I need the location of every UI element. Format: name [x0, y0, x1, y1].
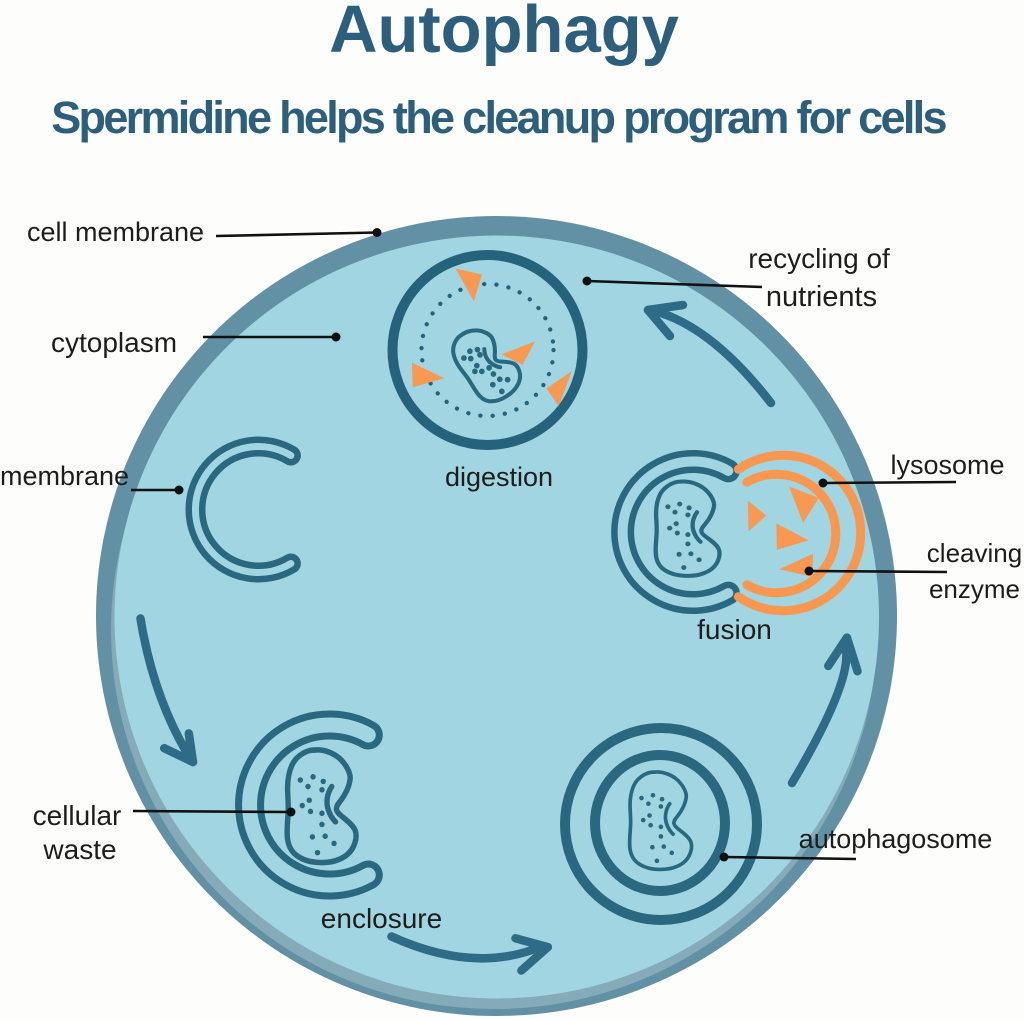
svg-text:cleaving: cleaving	[927, 538, 1022, 568]
svg-text:autophagosome: autophagosome	[799, 824, 993, 854]
svg-text:digestion: digestion	[445, 462, 553, 492]
svg-text:enclosure: enclosure	[321, 903, 442, 934]
svg-text:nutrients: nutrients	[766, 281, 877, 313]
svg-text:enzyme: enzyme	[929, 574, 1020, 604]
svg-text:lysosome: lysosome	[890, 450, 1004, 480]
svg-text:membrane: membrane	[0, 461, 129, 491]
svg-text:cellular: cellular	[33, 800, 122, 831]
svg-text:waste: waste	[42, 834, 116, 865]
svg-text:recycling of: recycling of	[748, 243, 890, 274]
svg-text:cytoplasm: cytoplasm	[51, 327, 177, 358]
svg-text:cell membrane: cell membrane	[27, 217, 204, 247]
svg-text:fusion: fusion	[697, 614, 772, 645]
svg-text:Spermidine helps the cleanup p: Spermidine helps the cleanup program for…	[51, 92, 946, 143]
svg-text:Autophagy: Autophagy	[329, 0, 679, 67]
